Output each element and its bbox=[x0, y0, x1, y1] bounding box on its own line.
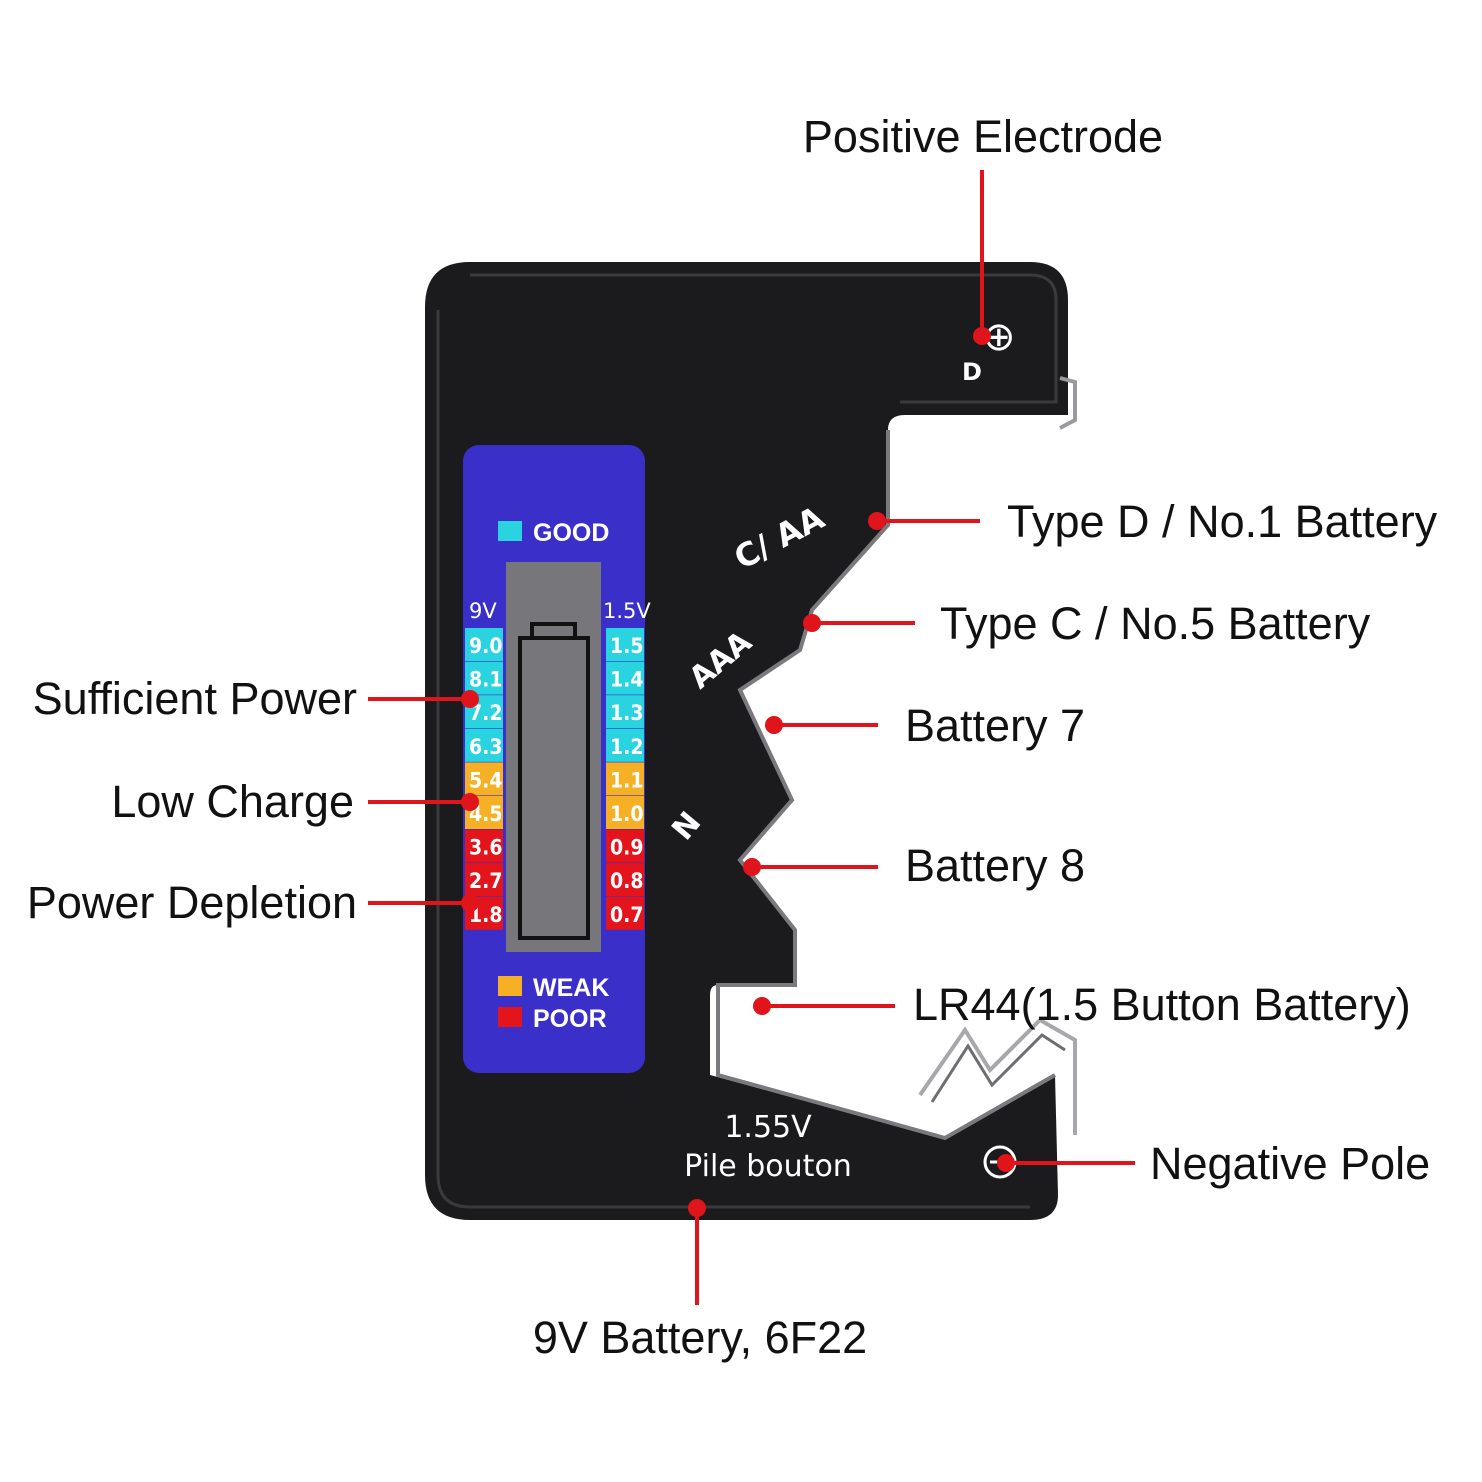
bottom-spring-contact bbox=[918, 1017, 1077, 1135]
callout-power-depletion: Power Depletion bbox=[27, 877, 357, 928]
callout-low-charge: Low Charge bbox=[111, 776, 354, 827]
scale-9v-value: 3.6 bbox=[469, 836, 502, 860]
poor-legend-swatch bbox=[498, 1007, 522, 1027]
scale-15v-cell bbox=[606, 896, 644, 930]
callout-type-c: Type C / No.5 Battery bbox=[940, 598, 1371, 649]
dot-battery-7 bbox=[765, 716, 783, 734]
tester-bevel bbox=[436, 273, 1058, 1209]
col-9v-head: 9V bbox=[469, 599, 497, 623]
scale-15v-cell bbox=[606, 829, 644, 863]
top-spring-contact bbox=[1059, 376, 1077, 430]
poor-legend-label: POOR bbox=[533, 1005, 607, 1033]
callout-positive-electrode: Positive Electrode bbox=[803, 111, 1163, 162]
weak-legend-swatch bbox=[498, 976, 522, 996]
slot-label-d: D bbox=[962, 358, 982, 386]
dot-depletion bbox=[461, 894, 479, 912]
battery-outline-icon bbox=[518, 636, 590, 940]
callout-battery-7: Battery 7 bbox=[905, 700, 1085, 751]
dot-9v bbox=[688, 1199, 706, 1217]
scale-15v-cell bbox=[606, 796, 644, 829]
dot-type-d bbox=[868, 512, 886, 530]
scale-9v-cell bbox=[465, 829, 503, 863]
weak-legend-label: WEAK bbox=[533, 974, 609, 1002]
scale-15v-value: 1.2 bbox=[610, 735, 643, 759]
scale-9v-value: 5.4 bbox=[469, 768, 502, 792]
callout-9v-battery: 9V Battery, 6F22 bbox=[533, 1312, 867, 1363]
pile-bouton-label: Pile bouton bbox=[684, 1149, 852, 1184]
scale-15v-cell bbox=[606, 863, 644, 897]
scale-15v-cell bbox=[606, 628, 644, 661]
dot-type-c bbox=[803, 614, 821, 632]
dot-battery-8 bbox=[743, 858, 761, 876]
bottom-spring-contact-2 bbox=[930, 1033, 1066, 1103]
indicator-panel: GOOD 9V 1.5V 9.08.17.26.35.44.53.62.71.8… bbox=[463, 445, 651, 1073]
scale-15v-value: 0.8 bbox=[610, 869, 643, 893]
scale-15v-value: 0.7 bbox=[610, 903, 643, 927]
scale-9v-cell bbox=[465, 661, 503, 695]
scale-15v-value: 1.5 bbox=[610, 634, 643, 658]
scale-9v-cell bbox=[465, 762, 503, 796]
good-legend-swatch bbox=[498, 521, 522, 541]
dot-low bbox=[461, 793, 479, 811]
callout-dots bbox=[461, 327, 1015, 1217]
scale-15v-cell bbox=[606, 762, 644, 796]
col-15v-head: 1.5V bbox=[603, 599, 651, 623]
dot-lr44 bbox=[753, 997, 771, 1015]
scale-15v-cell bbox=[606, 661, 644, 695]
scale-15v-column: 1.5 1.4 1.3 1.2 1.1 1.0 0.9 0.8 0.7 bbox=[606, 628, 644, 930]
scale-15v-value: 0.9 bbox=[610, 836, 643, 860]
dot-sufficient bbox=[461, 690, 479, 708]
scale-9v-value: 9.0 bbox=[469, 634, 502, 658]
callout-type-d: Type D / No.1 Battery bbox=[1007, 496, 1438, 547]
battery-terminal-icon bbox=[530, 622, 577, 638]
callout-lines bbox=[368, 170, 1135, 1305]
scale-9v-value: 8.1 bbox=[469, 668, 502, 692]
scale-15v-cell bbox=[606, 695, 644, 729]
good-legend-label: GOOD bbox=[533, 519, 609, 547]
dot-positive bbox=[973, 327, 991, 345]
slot-edge bbox=[716, 430, 1056, 1141]
scale-15v-value: 1.4 bbox=[610, 668, 643, 692]
scale-9v-cell bbox=[465, 728, 503, 762]
scale-15v-value: 1.0 bbox=[610, 802, 643, 826]
scale-9v-cell bbox=[465, 863, 503, 897]
dot-negative bbox=[997, 1154, 1015, 1172]
scale-15v-value: 1.3 bbox=[610, 701, 643, 725]
scale-9v-value: 6.3 bbox=[469, 735, 502, 759]
callout-battery-8: Battery 8 bbox=[905, 840, 1085, 891]
voltage-label: 1.55V bbox=[724, 1110, 812, 1145]
scale-9v-value: 2.7 bbox=[469, 869, 502, 893]
callout-lr44: LR44(1.5 Button Battery) bbox=[913, 979, 1411, 1030]
scale-15v-cell bbox=[606, 728, 644, 762]
scale-9v-cell bbox=[465, 628, 503, 661]
callout-sufficient-power: Sufficient Power bbox=[33, 673, 357, 724]
scale-9v-column: 9.08.17.26.35.44.53.62.71.8 bbox=[465, 628, 503, 930]
scale-15v-value: 1.1 bbox=[610, 768, 643, 792]
callout-negative-pole: Negative Pole bbox=[1150, 1138, 1430, 1189]
